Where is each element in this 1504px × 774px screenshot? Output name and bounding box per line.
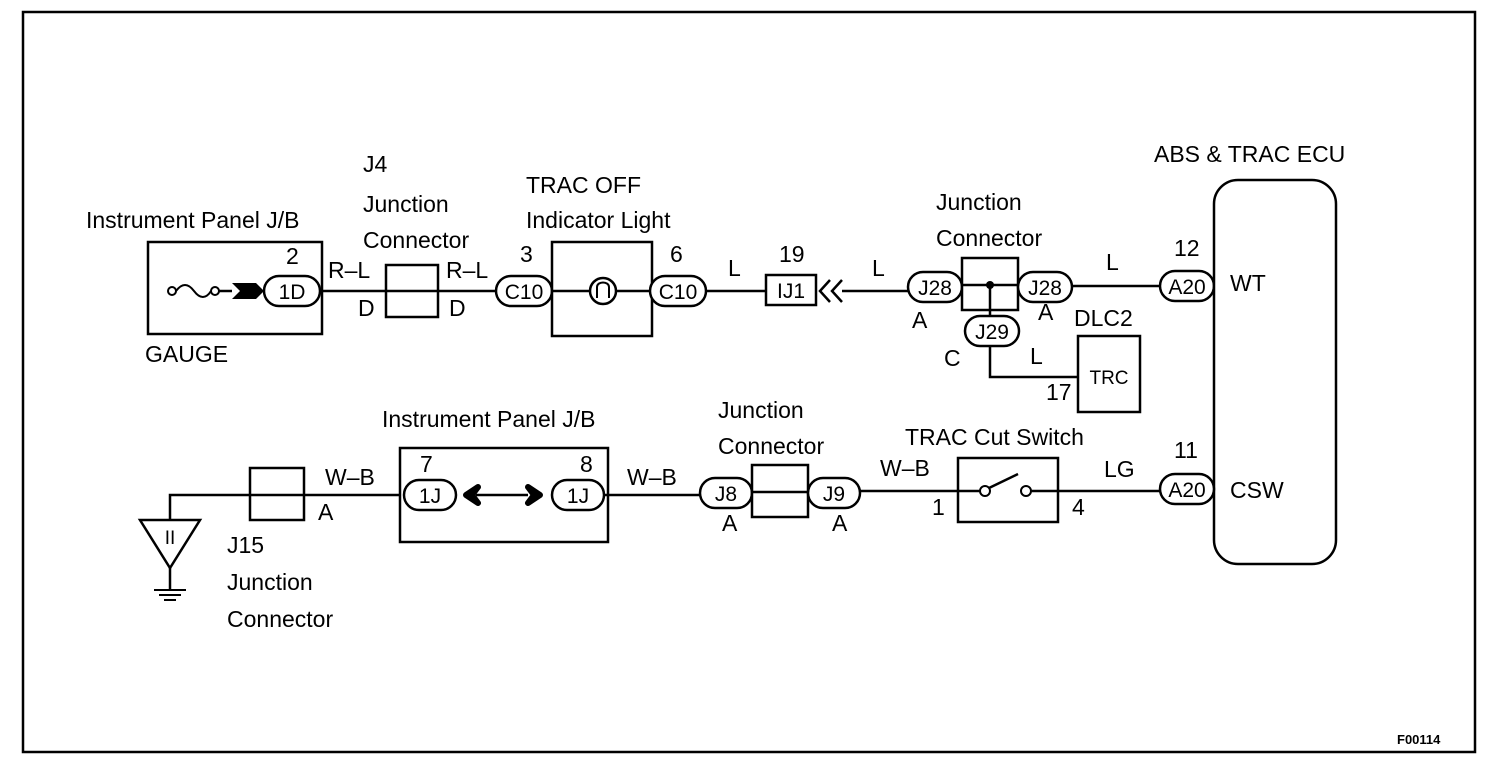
connector-j28-left-label: J28 [918,277,952,300]
internal-link-chevrons-icon [463,484,543,506]
figure-id: F00114 [1397,732,1441,747]
indicator-bulb-icon [588,276,618,306]
pin-17: 17 [1046,379,1072,405]
pin-4: 4 [1072,494,1085,520]
connector-j9 [806,476,862,510]
pin-2: 2 [286,243,299,269]
dlc2-box [1076,334,1142,414]
j4-junction: Junction [363,191,449,217]
ip-jb-top-label: Instrument Panel J/B [86,207,300,233]
j4-connector: Connector [363,227,469,253]
connector-a20-bottom-label: A20 [1168,479,1205,502]
connector-type-a-5: A [832,510,848,536]
trc-terminal-label: TRC [1089,368,1128,389]
ecu-box [1212,178,1338,566]
wire-color-rl-2: R–L [446,257,488,283]
pin-7: 7 [420,451,433,477]
wire-color-wb-1: W–B [325,464,375,490]
connector-j8-label: J8 [715,483,737,506]
connector-j29-label: J29 [975,321,1009,344]
connector-a20-bottom [1158,472,1216,506]
connector-j28-right-label: J28 [1028,277,1062,300]
terminal-chevron-icon [232,283,264,299]
connector-type-a-4: A [722,510,738,536]
ground-wire [168,493,250,520]
connector-1j-right-label: 1J [567,485,589,508]
connector-type-a-2: A [1038,299,1054,325]
wire-color-l-4: L [1030,343,1043,369]
wire-color-l-3: L [1106,249,1119,275]
connector-a20-top-label: A20 [1168,276,1205,299]
gauge-label: GAUGE [145,341,228,367]
double-chevron-icon [818,279,843,303]
j15-junction: Junction [227,569,313,595]
connector-type-c: C [944,345,961,371]
ground-symbol-label: II [165,528,176,549]
pin-3: 3 [520,241,533,267]
pin-8: 8 [580,451,593,477]
wire-color-l-2: L [872,255,885,281]
pin-12: 12 [1174,235,1200,261]
connector-ij1-label: IJ1 [777,280,805,303]
dlc2-label: DLC2 [1074,305,1133,331]
connector-j29 [963,314,1021,348]
pin-6: 6 [670,241,683,267]
j15-name: J15 [227,532,264,558]
connector-1j-left [402,478,458,512]
connector-type-a-1: A [912,307,928,333]
wire-color-wb-3: W–B [880,455,930,481]
j28-junction-dot [986,281,994,289]
switch-icon [958,472,1058,497]
connector-1j-left-label: 1J [419,485,441,508]
connector-c10-right-label: C10 [659,281,698,304]
pin-1: 1 [932,494,945,520]
ip-jb-bottom-label: Instrument Panel J/B [382,406,596,432]
connector-type-a-3: A [318,499,334,525]
jc-top-label-2: Connector [936,225,1042,251]
diagram-frame [21,10,1477,754]
wire-color-wb-2: W–B [627,464,677,490]
jc-bottom-label-1: Junction [718,397,804,423]
j15-connector: Connector [227,606,333,632]
trac-cut-switch-label: TRAC Cut Switch [905,424,1084,450]
connector-1d-label: 1D [279,281,306,304]
fuse-icon [167,284,232,298]
connector-ij1 [764,273,818,307]
connector-type-d-2: D [449,295,466,321]
ecu-terminal-csw: CSW [1230,477,1284,503]
indicator-light-label: Indicator Light [526,207,671,233]
pin-11: 11 [1174,437,1198,463]
ecu-label: ABS & TRAC ECU [1154,141,1345,167]
connector-type-d-1: D [358,295,375,321]
jc-top-label-1: Junction [936,189,1022,215]
connector-j9-label: J9 [823,483,845,506]
wire-color-rl-1: R–L [328,257,370,283]
wire-color-l-1: L [728,255,741,281]
j4-name: J4 [363,151,388,177]
connector-c10-left-label: C10 [505,281,544,304]
jc-bottom-label-2: Connector [718,433,824,459]
trac-off-label: TRAC OFF [526,172,641,198]
ground-icon [137,518,203,601]
pin-19: 19 [779,241,805,267]
wire-l-4 [988,346,1078,379]
ecu-terminal-wt: WT [1230,270,1266,296]
wire-color-lg: LG [1104,456,1135,482]
